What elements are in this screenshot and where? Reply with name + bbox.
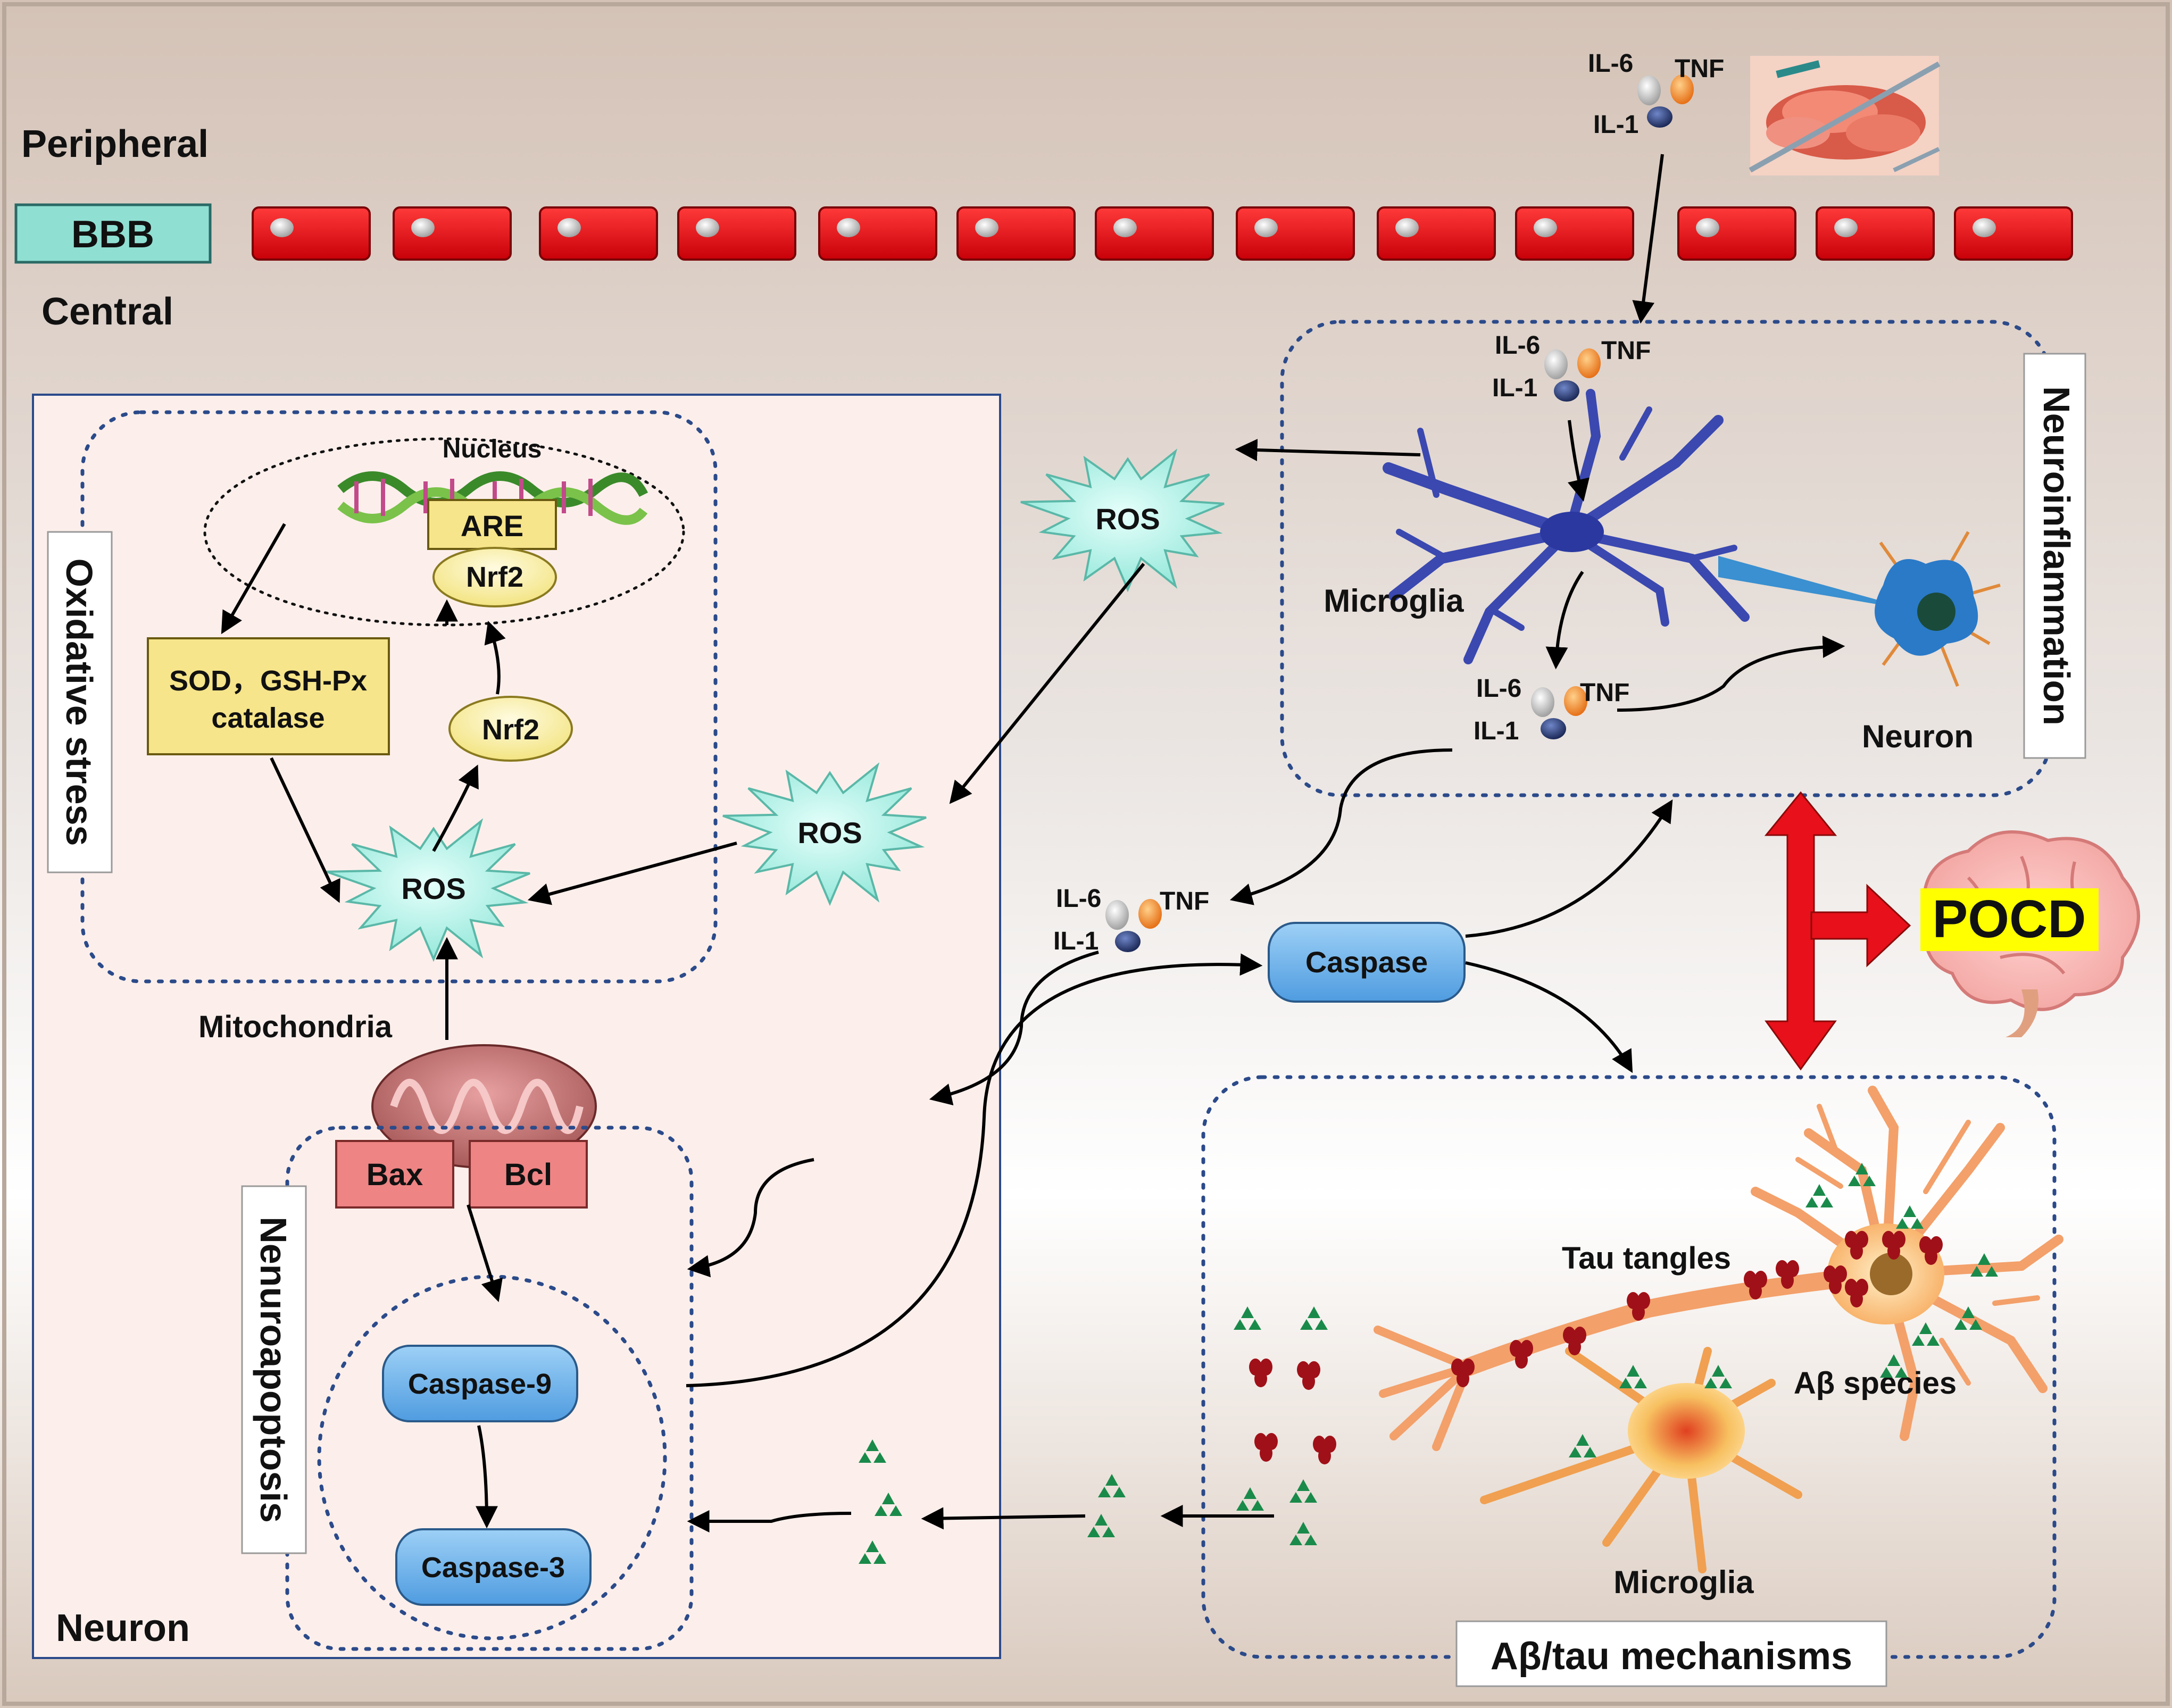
- connector-arrows: [221, 154, 1845, 1532]
- bbb-cell: [393, 206, 512, 261]
- il6-label: IL-6: [1588, 49, 1633, 78]
- ab-species-label: Aβ species: [1794, 1366, 1957, 1401]
- neuron-label: Neuron: [1862, 719, 1974, 754]
- enzymes-line2: catalase: [211, 702, 324, 734]
- oxidative-stress-label: Oxidative stress: [59, 559, 100, 846]
- orange-neuron-nucleus: [1870, 1253, 1912, 1295]
- ab-microglia-label: Microglia: [1613, 1564, 1754, 1600]
- ros-label: ROS: [797, 816, 862, 849]
- tnf-label: TNF: [1160, 887, 1209, 915]
- bbb-cell: [956, 206, 1076, 261]
- cytokines-center: IL-6 TNF IL-1: [1053, 885, 1209, 955]
- bbb-cell: [818, 206, 937, 261]
- ros-label: ROS: [1095, 502, 1160, 536]
- bbb-label-box: [14, 203, 212, 264]
- bax-label: Bax: [367, 1157, 423, 1192]
- pocd-arrows: [1764, 791, 1911, 1071]
- il1-label: IL-1: [1053, 927, 1099, 955]
- bax-box: [335, 1140, 454, 1209]
- caspase-pill: [1268, 922, 1466, 1003]
- bbb-cell: [1377, 206, 1496, 261]
- abtau-label: Aβ/tau mechanisms: [1491, 1635, 1852, 1678]
- bbb-label: BBB: [71, 213, 154, 256]
- cytokines-microglia-top: IL-6 TNF IL-1: [1492, 331, 1651, 402]
- neuron-panel-label: Neuron: [56, 1607, 190, 1649]
- nucleus: [203, 437, 685, 627]
- are-label: ARE: [461, 509, 523, 543]
- nucleus-label: Nucleus: [443, 435, 542, 463]
- bbb-cell: [539, 206, 658, 261]
- caspase-9-label: Caspase-9: [408, 1368, 552, 1400]
- ros-middle: ROS: [722, 762, 927, 906]
- pocd-highlight: [1920, 888, 2099, 951]
- caspase-3-label: Caspase-3: [421, 1552, 565, 1584]
- bbb-cell: [677, 206, 796, 261]
- caspase-9-pill: [382, 1345, 578, 1422]
- mitochondria: [371, 1044, 597, 1169]
- neuroinflammation-label: Neuroinflammation: [2036, 386, 2077, 726]
- il6-label: IL-6: [1495, 331, 1540, 360]
- ros-burst: [722, 762, 927, 906]
- bbb-cell: [1816, 206, 1935, 261]
- cytokines-microglia-bottom: IL-6 TNF IL-1: [1474, 674, 1629, 745]
- pocd-label: POCD: [1933, 889, 2086, 949]
- bbb-cell: [1515, 206, 1634, 261]
- il1-label: IL-1: [1474, 717, 1519, 745]
- neuron-cell: [1718, 531, 2001, 687]
- bbb-cells: [252, 206, 2073, 261]
- nrf2-cytoplasm: [448, 696, 573, 762]
- ros-burst: [326, 818, 530, 962]
- oxidative-stress-box: [80, 410, 718, 984]
- ros-upper: ROS: [1020, 448, 1225, 593]
- bbb-cell: [1236, 206, 1355, 261]
- il6-label: IL-6: [1056, 885, 1101, 913]
- ros-oxidative: ROS: [326, 818, 530, 962]
- tnf-label: TNF: [1601, 337, 1651, 365]
- tau-tangles-label: Tau tangles: [1562, 1241, 1731, 1276]
- neuroapoptosis-tab: [241, 1185, 307, 1554]
- tnf-label: TNF: [1675, 55, 1724, 83]
- neuroinflammation-tab: [2023, 353, 2086, 759]
- bbb-cell: [1954, 206, 2073, 261]
- caspase-label: Caspase: [1305, 945, 1428, 979]
- il6-label: IL-6: [1476, 674, 1521, 703]
- enzymes-line1: SOD，GSH-Px: [169, 665, 367, 697]
- ab-microglia-body: [1628, 1383, 1745, 1479]
- are-box: [427, 499, 557, 550]
- il1-label: IL-1: [1492, 374, 1537, 402]
- nrf2-cytoplasm-label: Nrf2: [482, 714, 539, 746]
- nrf2-nucleus: [432, 547, 557, 607]
- enzymes-box: [147, 637, 390, 755]
- peripheral-label: Peripheral: [21, 123, 209, 165]
- bcl-box: [469, 1140, 588, 1209]
- ros-label: ROS: [401, 872, 465, 905]
- surgery-image: [1749, 56, 1941, 176]
- ros-burst: [1020, 448, 1225, 593]
- mitochondria-label: Mitochondria: [198, 1010, 393, 1044]
- abtau-tab: [1455, 1620, 1887, 1687]
- bbb-cell: [1677, 206, 1796, 261]
- nrf2-nucleus-label: Nrf2: [466, 561, 523, 593]
- microglia-body: [1540, 512, 1604, 552]
- caspase-3-pill: [395, 1528, 592, 1606]
- ab-microglia: [1480, 1347, 1802, 1573]
- neuroapoptosis-label: Nenuroapoptosis: [253, 1217, 294, 1523]
- bbb-row: BBB: [14, 203, 212, 264]
- tnf-label: TNF: [1580, 679, 1629, 707]
- central-label: Central: [41, 290, 173, 333]
- il1-label: IL-1: [1593, 111, 1638, 139]
- bcl-label: Bcl: [504, 1157, 552, 1192]
- bbb-cell: [252, 206, 371, 261]
- microglia-label: Microglia: [1324, 583, 1464, 619]
- oxidative-stress-tab: [47, 531, 113, 873]
- cytokines-peripheral: IL-6 TNF IL-1: [1588, 49, 1724, 139]
- bbb-cell: [1095, 206, 1214, 261]
